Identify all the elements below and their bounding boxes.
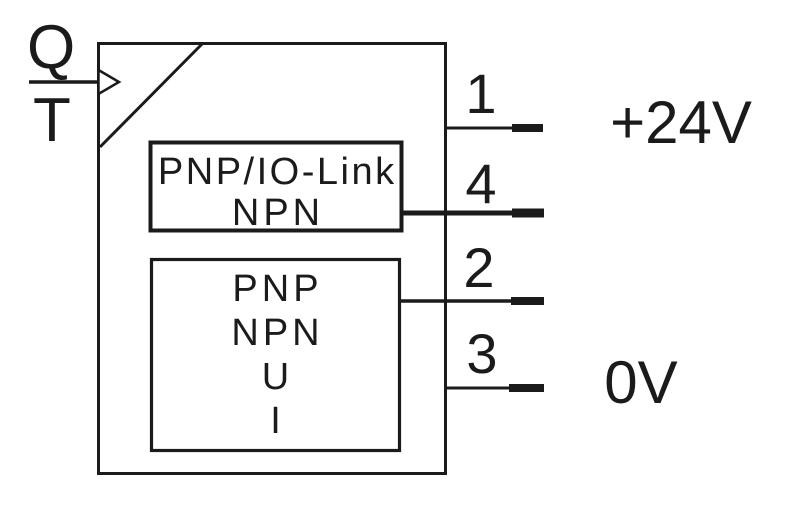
main-box-outline: [97, 42, 447, 475]
analog-block-line-2: NPN: [231, 312, 324, 354]
switching-block-text: PNP/IO-Link NPN: [149, 141, 403, 234]
switching-block-line-2: NPN: [231, 191, 325, 234]
pin-1-number: 1: [465, 62, 497, 125]
analog-block-line-4: I: [270, 400, 285, 442]
trigger-arrowhead-icon: [97, 67, 122, 97]
pin-2-number: 2: [463, 236, 495, 299]
ground-voltage-label: 0V: [604, 349, 678, 416]
switching-block-outline: [148, 140, 404, 233]
pin-3-number: 3: [466, 322, 498, 385]
trigger-q-label: Q: [27, 13, 76, 82]
analog-block-line-3: U: [261, 356, 294, 398]
switching-block-line-1: PNP/IO-Link: [157, 150, 397, 193]
analog-block-outline: [149, 257, 402, 453]
analog-block-text: PNP NPN U I: [150, 258, 401, 452]
trigger-t-label: T: [33, 86, 71, 155]
adjustment-diagonal-line: [98, 41, 205, 149]
analog-block-line-1: PNP: [232, 268, 323, 310]
pin-4-number: 4: [465, 152, 497, 215]
supply-voltage-label: +24V: [610, 89, 752, 156]
